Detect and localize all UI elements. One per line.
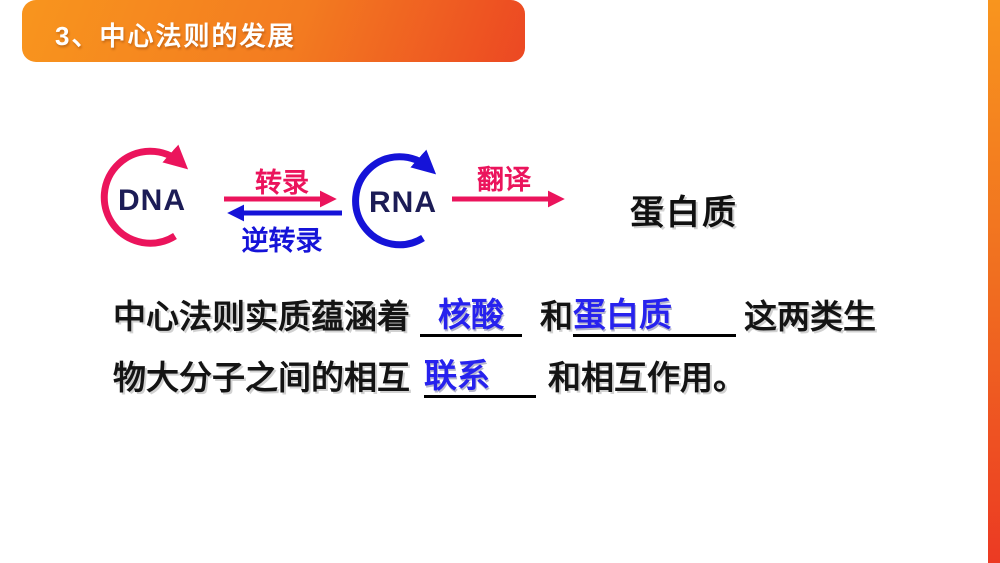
blank-answer: 核酸	[438, 296, 504, 333]
blank-connection: 联系	[424, 356, 536, 398]
dna-label: DNA	[118, 184, 186, 217]
blank-protein: 蛋白质	[573, 295, 736, 337]
fill-in-sentence-line-2: 物大分子之间的相互 联系 和相互作用。	[113, 356, 746, 398]
transcription-label: 转录	[255, 168, 309, 198]
reverse-transcription-label: 逆转录	[241, 226, 323, 256]
translation-label: 翻译	[477, 165, 531, 195]
sentence-text: 中心法则实质蕴涵着	[113, 298, 410, 335]
blank-answer: 蛋白质	[573, 296, 672, 333]
slide-title: 3、中心法则的发展	[55, 20, 296, 51]
sentence-text: 和	[540, 298, 573, 335]
title-banner: 3、中心法则的发展	[22, 0, 525, 62]
sentence-text: 这两类生	[744, 298, 876, 335]
sentence-text: 物大分子之间的相互	[113, 359, 410, 396]
protein-label: 蛋白质	[630, 194, 738, 232]
rna-label: RNA	[369, 186, 437, 219]
blank-answer: 联系	[424, 357, 490, 394]
sentence-text: 和相互作用。	[548, 359, 746, 396]
fill-in-sentence-line-1: 中心法则实质蕴涵着 核酸 和 蛋白质 这两类生	[113, 295, 876, 337]
blank-nucleic-acid: 核酸	[420, 295, 522, 337]
right-edge-stripe	[988, 0, 1000, 563]
